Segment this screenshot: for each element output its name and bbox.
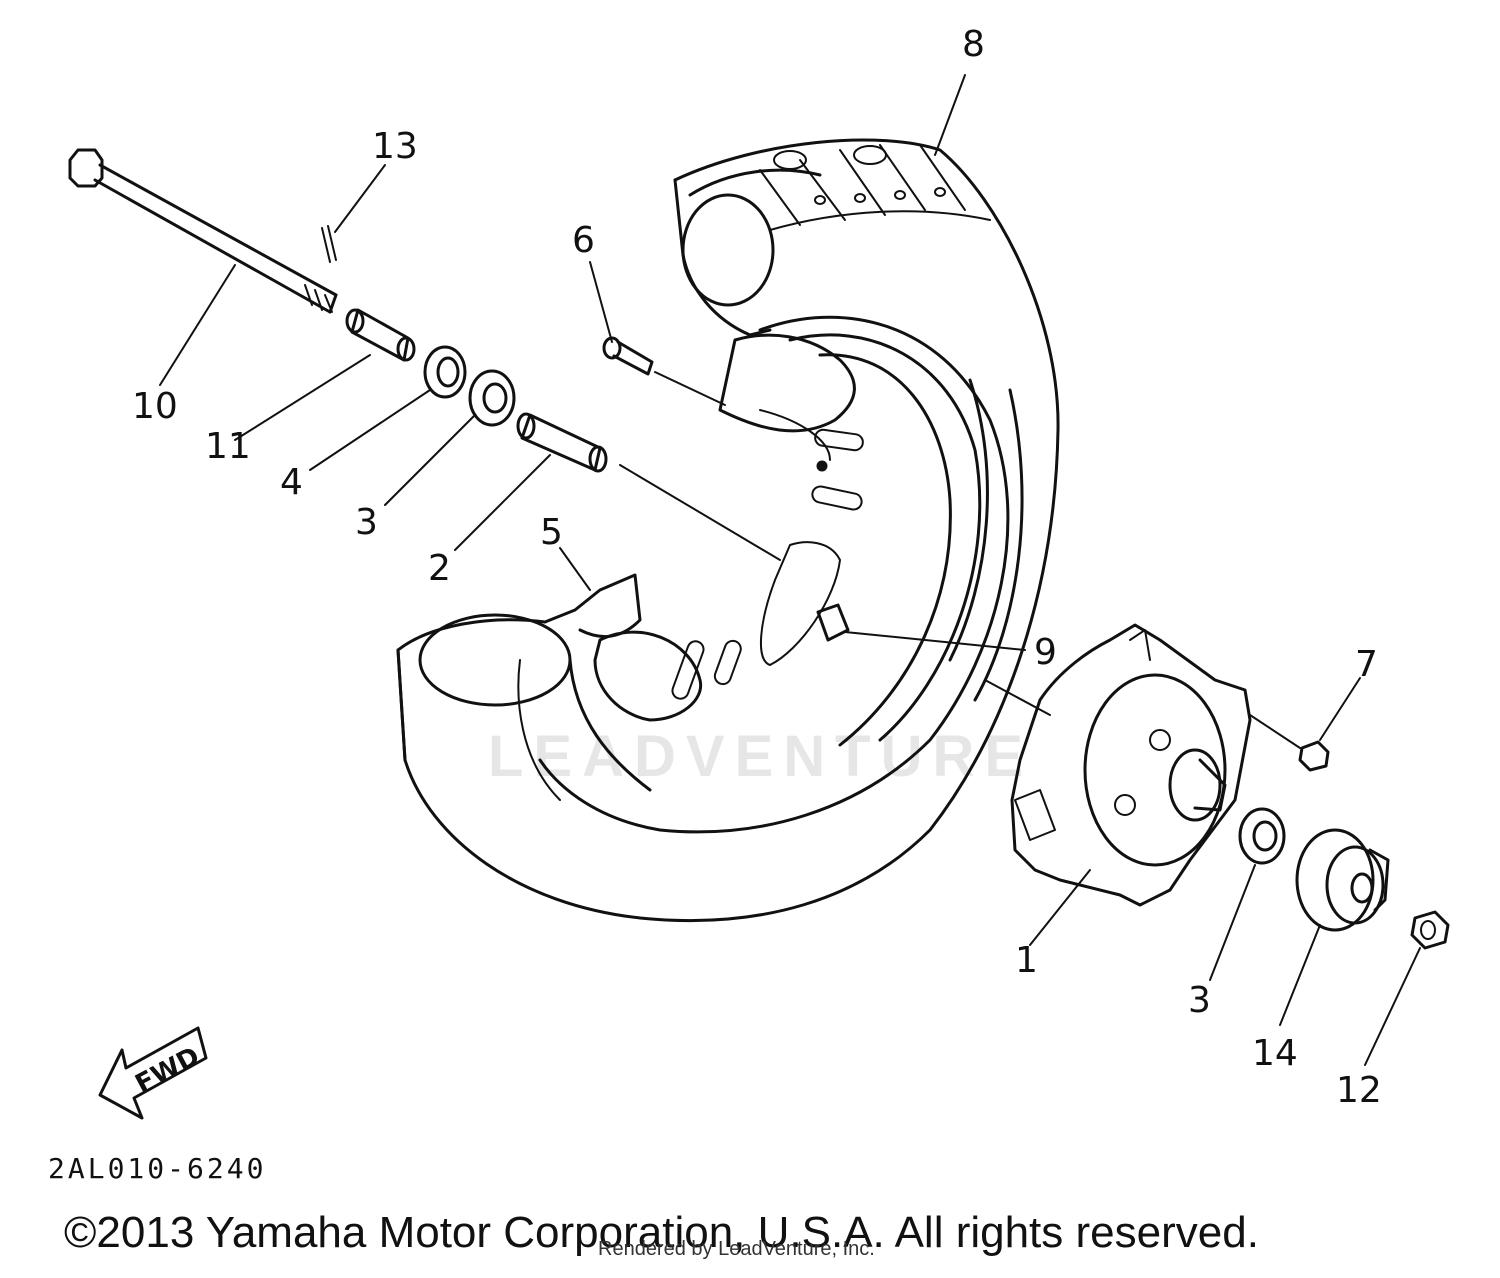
callout-4: 4 [280, 462, 303, 503]
callout-9: 9 [1034, 632, 1057, 673]
fwd-label: FWD [131, 1041, 205, 1099]
callout-3-right: 3 [1188, 980, 1211, 1021]
callouts: 8 13 6 10 11 4 3 5 2 9 7 1 3 14 12 [132, 24, 1382, 1111]
callout-3-left: 3 [355, 502, 378, 543]
callout-7: 7 [1355, 644, 1378, 685]
callout-12: 12 [1336, 1070, 1382, 1111]
oil-seal [423, 345, 467, 399]
watermark: LEADVENTURE [488, 724, 1033, 789]
screw [602, 336, 654, 376]
nut-small [1298, 740, 1330, 772]
reference-code: 2AL010-6240 [48, 1152, 267, 1185]
callout-11: 11 [205, 426, 251, 467]
axle-nut [1410, 910, 1450, 950]
copyright-notice: ©2013 Yamaha Motor Corporation, U.S.A. A… [64, 1208, 1259, 1257]
callout-14: 14 [1252, 1033, 1298, 1074]
callout-10: 10 [132, 386, 178, 427]
collar-flange [1295, 828, 1390, 932]
hub [1010, 623, 1252, 907]
leader-lines [159, 74, 1421, 1066]
spacer [516, 412, 608, 473]
bearing-left [468, 369, 516, 427]
collar [345, 308, 416, 362]
callout-1: 1 [1015, 940, 1038, 981]
cotter-pin [321, 225, 337, 263]
render-credit: Rendered by LeadVenture, Inc. [598, 1238, 875, 1260]
wheel-tire [396, 138, 1060, 923]
callout-8: 8 [962, 24, 985, 65]
fwd-arrow [98, 1026, 208, 1120]
bearing-right [1238, 807, 1286, 865]
axle [68, 148, 338, 314]
callout-2: 2 [428, 548, 451, 589]
callout-13: 13 [372, 126, 418, 167]
callout-5: 5 [540, 512, 563, 553]
callout-6: 6 [572, 220, 595, 261]
